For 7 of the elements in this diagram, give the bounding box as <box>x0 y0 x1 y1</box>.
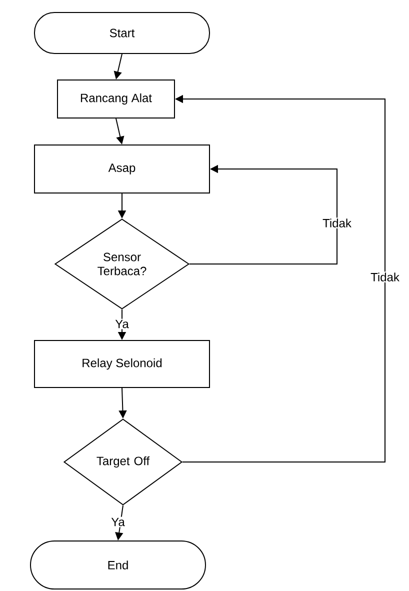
process-box: Asap <box>34 144 210 194</box>
process-box: Rancang Alat <box>57 80 175 118</box>
process-box: Relay Selonoid <box>34 340 210 388</box>
edge-label: Ya <box>110 516 126 528</box>
edge-label: Ya <box>114 318 130 330</box>
edge-label: Tidak <box>322 218 352 228</box>
edge-label: Tidak <box>370 272 400 282</box>
